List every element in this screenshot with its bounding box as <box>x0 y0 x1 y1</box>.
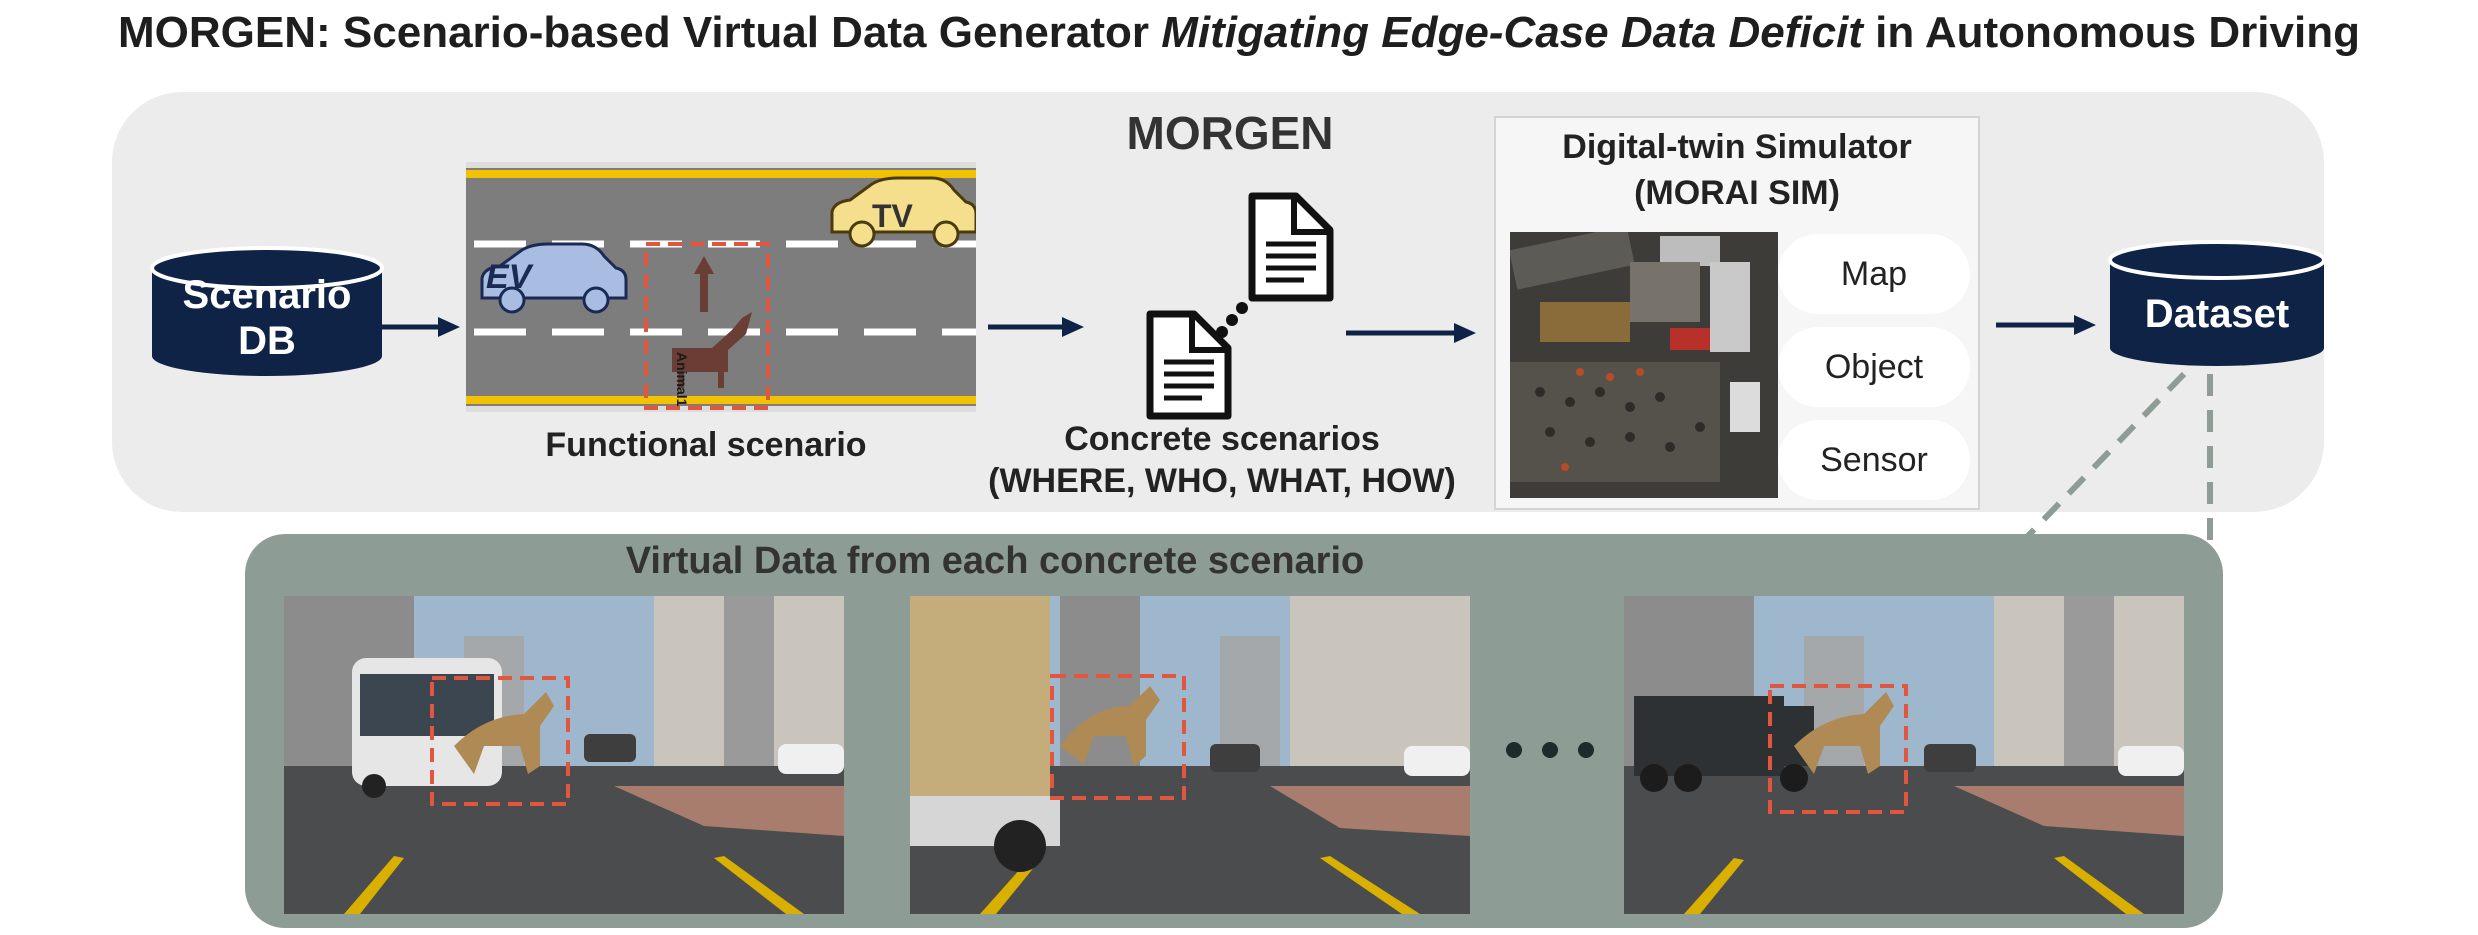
document-icon-upper <box>1248 192 1334 302</box>
scenario-db-label: Scenario DB <box>148 272 386 364</box>
arrow-icon <box>988 317 1084 337</box>
simulator-assets-image <box>1510 232 1778 498</box>
dataset-icon <box>2108 240 2326 366</box>
simulator-component-sensor: Sensor <box>1778 420 1970 500</box>
scenario-db-icon <box>150 246 384 376</box>
arrow-icon <box>382 317 460 337</box>
scenario-db-line1: Scenario <box>182 273 352 317</box>
simulator-component-object: Object <box>1778 327 1970 407</box>
title-emphasis: Mitigating Edge-Case Data Deficit <box>1161 8 1863 57</box>
ev-car-icon <box>480 242 628 314</box>
scenario-db-line2: DB <box>238 319 296 363</box>
animal-icon <box>672 256 752 388</box>
more-frames-dot <box>1542 742 1558 758</box>
functional-scenario-caption: Functional scenario <box>545 426 867 464</box>
virtual-frame-dump-truck <box>1624 596 2184 914</box>
concrete-scenarios-caption: Concrete scenarios (WHERE, WHO, WHAT, HO… <box>962 418 1482 502</box>
arrow-icon <box>1996 315 2096 335</box>
arrow-icon <box>1346 323 1476 343</box>
simulator-title-line2: (MORAI SIM) <box>1634 174 1840 212</box>
document-icon-lower <box>1146 310 1232 420</box>
more-frames-dot <box>1506 742 1522 758</box>
virtual-frame-truck <box>910 596 1470 914</box>
title-suffix: in Autonomous Driving <box>1862 8 2360 57</box>
title-prefix: MORGEN: Scenario-based Virtual Data Gene… <box>118 8 1162 57</box>
concrete-scenario-documents-icon <box>1146 192 1334 420</box>
functional-scenario-illustration <box>466 162 976 412</box>
more-frames-dot <box>1578 742 1594 758</box>
simulator-component-map: Map <box>1778 234 1970 314</box>
page-title: MORGEN: Scenario-based Virtual Data Gene… <box>0 8 2478 58</box>
virtual-frame-bus <box>284 596 844 914</box>
animal-label: Animal1 <box>674 352 690 407</box>
virtual-data-heading: Virtual Data from each concrete scenario <box>625 540 1365 582</box>
dataset-label: Dataset <box>2144 292 2290 336</box>
simulator-title-line1: Digital-twin Simulator <box>1562 128 1912 166</box>
simulator-title: Digital-twin Simulator (MORAI SIM) <box>1494 124 1980 216</box>
pipeline-heading: MORGEN <box>1126 107 1334 159</box>
concrete-scenarios-line1: Concrete scenarios <box>1064 420 1380 458</box>
ev-label: EV <box>486 258 532 296</box>
tv-label: TV <box>872 198 913 234</box>
concrete-scenarios-line2: (WHERE, WHO, WHAT, HOW) <box>988 462 1456 500</box>
dataset-connector-lines <box>2021 371 2213 576</box>
tv-car-icon <box>830 176 976 248</box>
